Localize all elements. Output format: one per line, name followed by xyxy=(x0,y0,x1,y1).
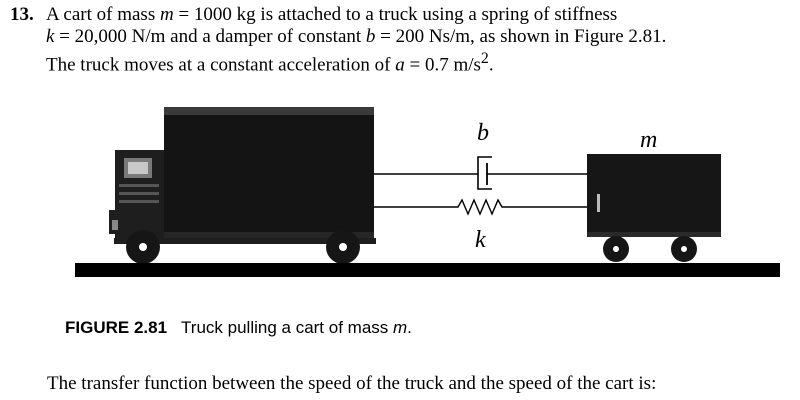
truck-box-top xyxy=(164,107,374,115)
problem-text: = 1000 kg is attached to a truck using a… xyxy=(173,4,618,25)
cab-window-glass xyxy=(128,162,148,174)
var-b: b xyxy=(365,26,376,47)
var-m: m xyxy=(159,4,174,25)
cart xyxy=(587,154,721,262)
wheel-hub xyxy=(613,246,619,252)
label-b: b xyxy=(477,120,489,146)
cart-wheel-rear xyxy=(671,236,697,262)
problem-number: 13. xyxy=(10,4,34,25)
label-k: k xyxy=(475,227,486,253)
spring xyxy=(374,198,587,216)
cab-headlight xyxy=(112,220,118,230)
exponent: 2 xyxy=(480,50,489,67)
problem-line-3: The truck moves at a constant accelerati… xyxy=(10,48,790,76)
cab-grille-line xyxy=(119,200,159,203)
damper-cylinder xyxy=(477,156,492,190)
caption-var: m xyxy=(393,318,408,337)
wheel-hub xyxy=(339,243,347,251)
truck-cab xyxy=(109,150,165,244)
damper xyxy=(374,156,587,190)
ground xyxy=(75,263,780,277)
cab-grille-line xyxy=(119,192,159,195)
truck-chassis xyxy=(114,238,376,244)
cart-hook xyxy=(597,194,600,212)
cart-chassis xyxy=(587,232,721,237)
figure-label: FIGURE 2.81 xyxy=(65,318,168,337)
truck-box-bottom xyxy=(164,232,374,239)
caption-text: Truck pulling a cart of mass xyxy=(181,318,393,337)
truck-wheel-rear xyxy=(326,230,360,264)
wheel-hub xyxy=(681,246,687,252)
truck-box xyxy=(164,107,374,239)
spring-coil xyxy=(374,198,587,216)
var-k: k xyxy=(46,26,55,47)
cart-body xyxy=(587,154,721,236)
cab-grille-line xyxy=(119,184,159,187)
wheel-hub xyxy=(139,243,147,251)
caption-end: . xyxy=(407,318,412,337)
truck-cargo-box xyxy=(164,107,374,236)
var-a: a xyxy=(395,54,405,76)
truck-wheel-front xyxy=(126,230,160,264)
problem-line-2: k = 20,000 N/m and a damper of constant … xyxy=(10,26,790,48)
problem-text: = 200 Ns/m, as shown in Figure 2.81. xyxy=(375,26,667,47)
problem-statement: 13. A cart of mass m = 1000 kg is attache… xyxy=(10,4,790,76)
label-m: m xyxy=(640,127,657,153)
figure-truck-cart: b k m xyxy=(0,92,800,292)
problem-text: The truck moves at a constant accelerati… xyxy=(46,54,396,76)
problem-text: A cart of mass xyxy=(46,4,160,25)
problem-text: . xyxy=(488,54,494,76)
question-text: The transfer function between the speed … xyxy=(47,373,657,394)
problem-text: = 20,000 N/m and a damper of constant xyxy=(54,26,366,47)
problem-text: = 0.7 m/s xyxy=(404,54,481,76)
cart-wheel-front xyxy=(603,236,629,262)
problem-line-1: 13. A cart of mass m = 1000 kg is attache… xyxy=(10,4,790,26)
figure-svg: b k m xyxy=(75,107,780,277)
